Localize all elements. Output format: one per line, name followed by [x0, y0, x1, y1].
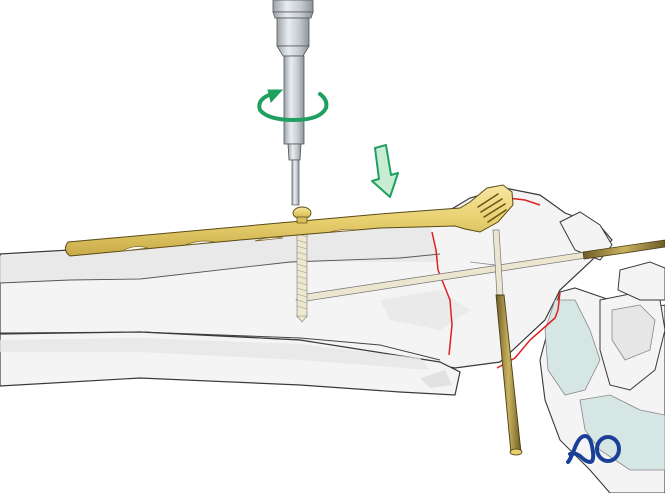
cortical-screw — [296, 221, 308, 323]
carpal-bones — [539, 211, 665, 493]
bone-lower — [0, 331, 461, 396]
bone-plate — [64, 184, 514, 257]
ao-logo — [566, 434, 621, 464]
clockwise-rotation-arrow — [257, 89, 329, 123]
screw-head — [292, 206, 312, 224]
fracture-line — [431, 197, 561, 369]
k-wire-vertical — [492, 229, 523, 456]
screwdriver — [272, 0, 314, 206]
downward-push-arrow — [371, 144, 399, 198]
